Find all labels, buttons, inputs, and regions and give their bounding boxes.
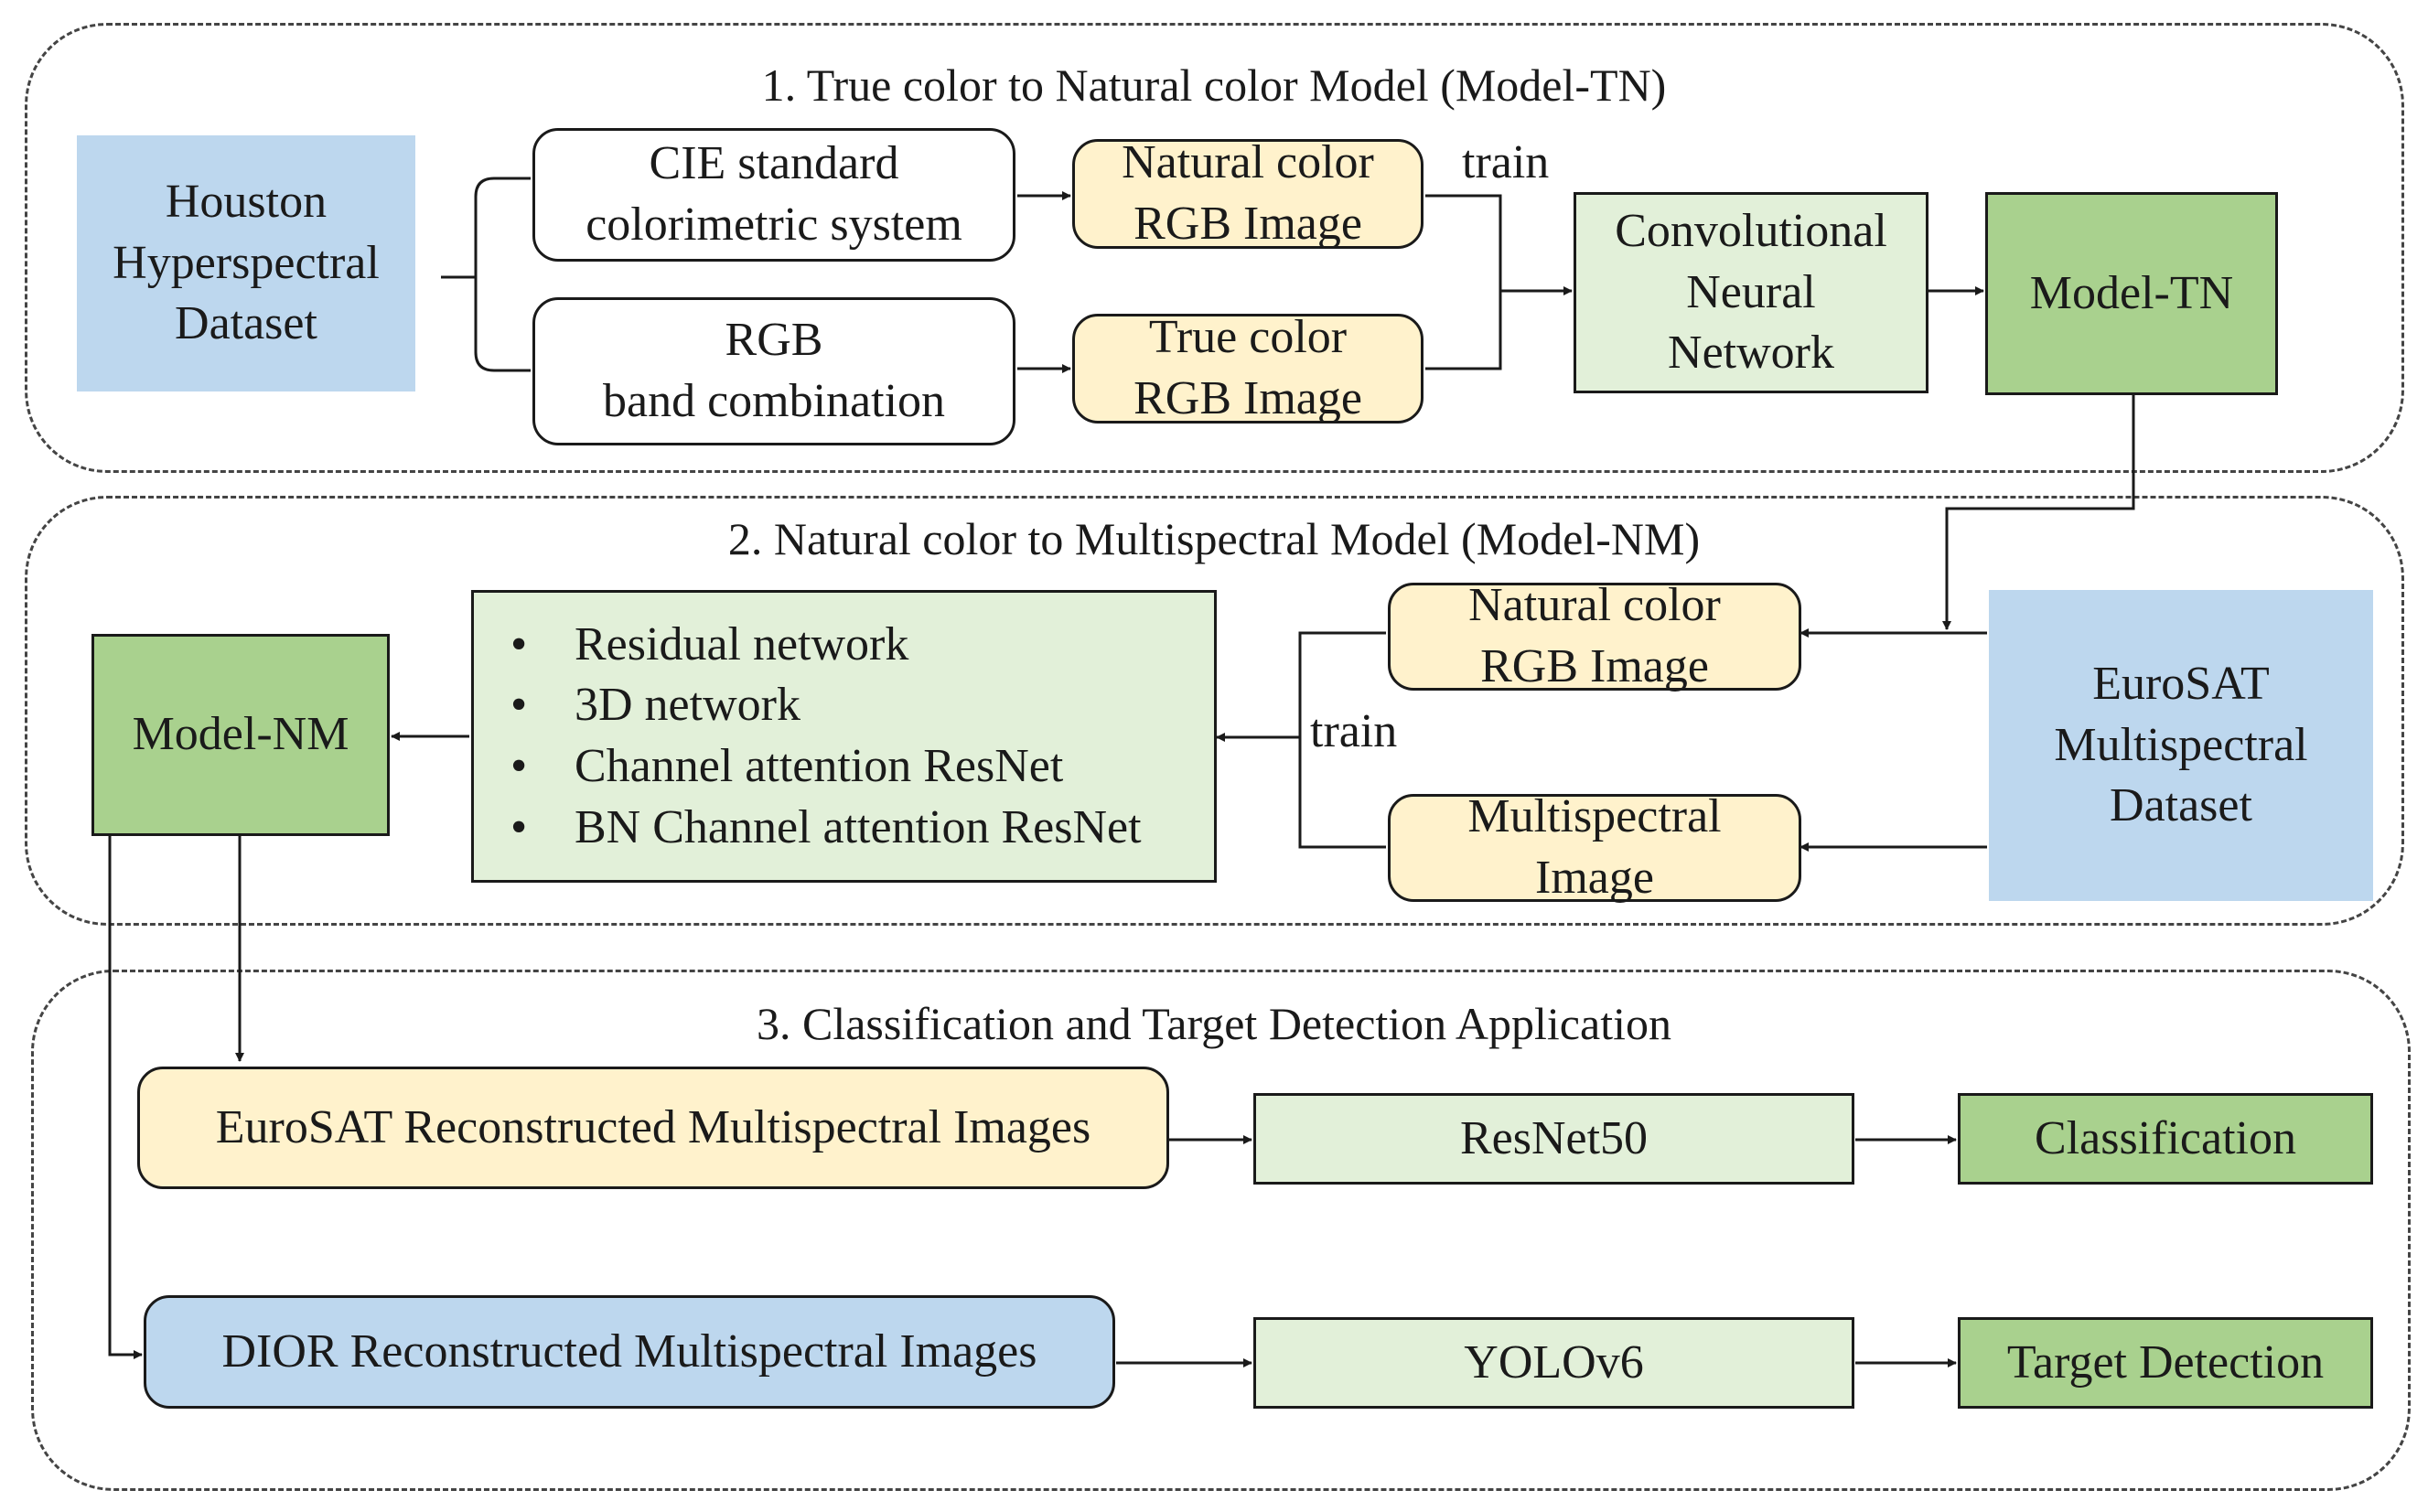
- houston-dataset-box: Houston Hyperspectral Dataset: [77, 135, 415, 391]
- true-rgb-line-1: True color: [1148, 311, 1348, 364]
- natural-color-rgb-box-1: Natural color RGB Image: [1072, 136, 1423, 250]
- networks-box: Residual network 3D network Channel atte…: [471, 590, 1217, 883]
- train-label-2: train: [1310, 705, 1398, 757]
- natural-rgb-1-line-1: Natural color: [1122, 136, 1374, 189]
- network-item-channel-attention: Channel attention ResNet: [510, 736, 1142, 798]
- houston-line-3: Dataset: [175, 297, 317, 350]
- true-color-rgb-box: True color RGB Image: [1072, 311, 1423, 424]
- cie-line-1: CIE standard: [649, 137, 899, 190]
- cnn-line-3: Network: [1668, 327, 1834, 380]
- eurosat-dataset-box: EuroSAT Multispectral Dataset: [1989, 590, 2373, 901]
- group-application: [31, 970, 2411, 1491]
- network-list: Residual network 3D network Channel atte…: [474, 615, 1142, 858]
- cie-colorimetric-box: CIE standard colorimetric system: [532, 128, 1015, 262]
- houston-line-1: Houston: [165, 176, 328, 229]
- arrow-model-tn-to-eurosat: [1942, 395, 2135, 630]
- cnn-line-2: Neural: [1686, 265, 1816, 318]
- natural-color-rgb-box-2: Natural color RGB Image: [1388, 579, 1801, 692]
- target-detection-label: Target Detection: [2006, 1335, 2325, 1389]
- network-item-3d: 3D network: [510, 675, 1142, 736]
- rgb-band-line-1: RGB: [725, 314, 823, 367]
- multispectral-image-box: Multispectral Image: [1388, 790, 1801, 904]
- model-nm-box: Model-NM: [91, 634, 390, 836]
- true-rgb-line-2: RGB Image: [1133, 372, 1362, 424]
- natural-rgb-1-line-2: RGB Image: [1133, 198, 1362, 250]
- rgb-band-line-2: band combination: [602, 375, 946, 427]
- natural-rgb-2-line-1: Natural color: [1468, 579, 1721, 632]
- multispectral-line-1: Multispectral: [1467, 790, 1722, 843]
- cnn-line-1: Convolutional: [1615, 205, 1887, 258]
- resnet50-label: ResNet50: [1459, 1111, 1649, 1164]
- houston-line-2: Hyperspectral: [113, 236, 380, 289]
- arrow-images-to-cnn: [1425, 194, 1572, 370]
- yolov6-box: YOLOv6: [1253, 1317, 1854, 1409]
- yolov6-label: YOLOv6: [1464, 1335, 1644, 1389]
- eurosat-reconstructed-box: EuroSAT Reconstructed Multispectral Imag…: [137, 1067, 1169, 1189]
- multispectral-line-2: Image: [1535, 852, 1654, 904]
- natural-rgb-2-line-2: RGB Image: [1480, 640, 1709, 692]
- target-detection-box: Target Detection: [1958, 1317, 2373, 1409]
- train-label-1: train: [1462, 136, 1550, 188]
- network-item-bn-channel-attention: BN Channel attention ResNet: [510, 798, 1142, 859]
- eurosat-line-2: Multispectral: [2054, 718, 2308, 771]
- model-tn-box: Model-TN: [1985, 192, 2278, 395]
- group-model-tn: [25, 23, 2404, 473]
- group-model-tn-title: 1. True color to Natural color Model (Mo…: [761, 59, 1667, 111]
- group-model-nm: [25, 496, 2404, 926]
- eurosat-line-1: EuroSAT: [2092, 658, 2270, 711]
- cie-line-2: colorimetric system: [586, 198, 962, 251]
- dior-reconstructed-label: DIOR Reconstructed Multispectral Images: [221, 1324, 1037, 1378]
- eurosat-line-3: Dataset: [2110, 779, 2252, 832]
- eurosat-reconstructed-label: EuroSAT Reconstructed Multispectral Imag…: [215, 1100, 1091, 1153]
- dior-reconstructed-box: DIOR Reconstructed Multispectral Images: [144, 1295, 1115, 1409]
- arrow-images-to-networks: [1217, 631, 1386, 849]
- group-model-nm-title: 2. Natural color to Multispectral Model …: [727, 513, 1701, 564]
- brace-connector: [441, 177, 531, 372]
- cnn-box: Convolutional Neural Network: [1574, 192, 1928, 393]
- arrow-model-nm-to-dior-recon: [108, 836, 143, 1359]
- classification-label: Classification: [2035, 1111, 2296, 1164]
- model-tn-label: Model-TN: [2029, 266, 2234, 319]
- resnet50-box: ResNet50: [1253, 1093, 1854, 1185]
- group-application-title: 3. Classification and Target Detection A…: [757, 998, 1671, 1049]
- network-item-residual: Residual network: [510, 615, 1142, 676]
- model-nm-label: Model-NM: [132, 708, 349, 761]
- rgb-band-combination-box: RGB band combination: [532, 297, 1015, 445]
- classification-box: Classification: [1958, 1093, 2373, 1185]
